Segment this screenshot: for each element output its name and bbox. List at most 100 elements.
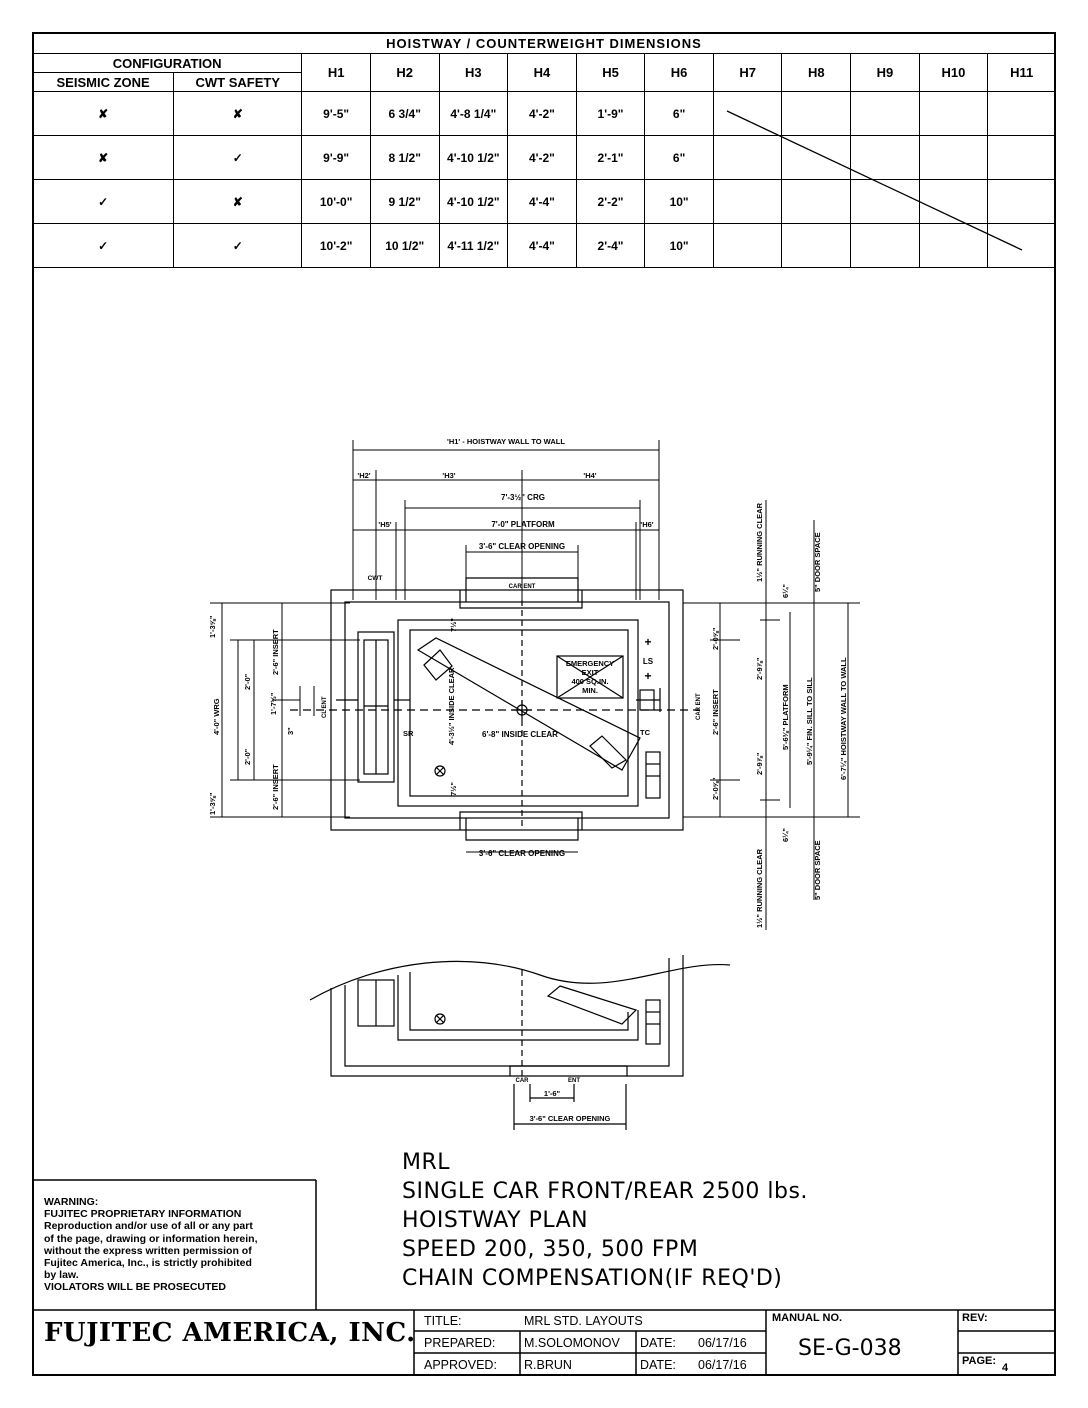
note-line: SINGLE CAR FRONT/REAR 2500 lbs.: [402, 1179, 808, 1204]
empty-cell: [918, 135, 989, 180]
cl-ent-label: CL ENT: [322, 696, 328, 718]
warning-line: without the express written permission o…: [44, 1244, 252, 1257]
seismic-cell: ✘: [31, 91, 175, 136]
note-line: CHAIN COMPENSATION(IF REQ'D): [402, 1266, 783, 1291]
dim-cell: 10'-2": [301, 223, 371, 268]
warning-line: FUJITEC PROPRIETARY INFORMATION: [44, 1208, 242, 1221]
h1-label: 'H1' - HOISTWAY WALL TO WALL: [447, 437, 565, 446]
dim-cell: 10": [644, 223, 714, 268]
detail-dim-label: 1'-6": [544, 1089, 561, 1098]
company-logo: FUJITEC AMERICA, INC.: [44, 1318, 416, 1348]
svg-text:EXIT: EXIT: [582, 668, 599, 677]
svg-text:MIN.: MIN.: [582, 686, 598, 695]
dim-cell: 4'-4": [507, 223, 577, 268]
h6-label: 'H6': [640, 520, 653, 529]
six-quarter-top: 6¼": [781, 584, 790, 598]
sr-label: SR: [403, 729, 414, 738]
seven-half-bottom: 7½": [449, 782, 458, 796]
cwt-cell: ✘: [173, 91, 303, 136]
right-dim-inner: 2'-0⅝": [711, 777, 720, 800]
platform-label: 7'-0" PLATFORM: [491, 520, 555, 529]
warning-line: WARNING:: [44, 1196, 99, 1208]
svg-text:EMERGENCY: EMERGENCY: [566, 659, 614, 668]
empty-cell: [712, 91, 783, 136]
empty-cell: [987, 223, 1056, 268]
empty-cell: [712, 223, 783, 268]
six-quarter-bottom: 6¼": [781, 828, 790, 842]
empty-cell: [987, 179, 1056, 224]
left-dim: 4'-0" WRG: [212, 698, 221, 735]
cwt-label: CWT: [368, 575, 383, 582]
cwt-cell: ✓: [173, 223, 303, 268]
dim-cell: 1'-9": [575, 91, 646, 136]
page-label: PAGE:: [962, 1355, 997, 1367]
fin-sill-to-sill: 5'-9¼" FIN. SILL TO SILL: [805, 677, 814, 765]
drawing-notes: MRL SINGLE CAR FRONT/REAR 2500 lbs. HOIS…: [402, 1148, 808, 1293]
empty-cell: [850, 135, 920, 180]
title-value: MRL STD. LAYOUTS: [524, 1314, 643, 1328]
h2-label: 'H2': [357, 471, 370, 480]
clear-opening-top: 3'-6" CLEAR OPENING: [479, 542, 565, 551]
door-space-bottom: 5" DOOR SPACE: [813, 840, 822, 900]
empty-cell: [918, 179, 989, 224]
inside-clear-horizontal: 6'-8" INSIDE CLEAR: [482, 730, 558, 739]
h5-label: 'H5': [378, 520, 391, 529]
warning-line: VIOLATORS WILL BE PROSECUTED: [44, 1281, 227, 1294]
dim-cell: 4'-2": [507, 91, 577, 136]
plus-marker: +: [644, 669, 651, 683]
dim-cell: 4'-10 1/2": [438, 135, 509, 180]
title-block-grid: [32, 1179, 1056, 1376]
door-space-top: 5" DOOR SPACE: [813, 532, 822, 592]
seismic-zone-header: SEISMIC ZONE: [31, 72, 175, 92]
rev-label: REV:: [962, 1312, 988, 1324]
running-clear-top: 1½" RUNNING CLEAR: [755, 502, 764, 582]
table-row: ✓ ✘ 10'-0" 9 1/2" 4'-10 1/2" 4'-4" 2'-2"…: [31, 179, 1056, 224]
table-row: ✘ ✘ 9'-5" 6 3/4" 4'-8 1/4" 4'-2" 1'-9" 6…: [31, 91, 1056, 136]
empty-cell: [987, 135, 1056, 180]
detail-clear-opening: 3'-6" CLEAR OPENING: [530, 1114, 611, 1123]
detail-car-label: CAR: [516, 1078, 530, 1084]
clear-opening-bottom: 3'-6" CLEAR OPENING: [479, 849, 565, 858]
warning-line: Reproduction and/or use of all or any pa…: [44, 1220, 253, 1233]
left-dim: 1'-7½": [269, 692, 278, 715]
manual-no-label: MANUAL NO.: [772, 1312, 843, 1324]
date-approved: 06/17/16: [698, 1358, 747, 1372]
h-header: H11: [987, 53, 1056, 92]
left-dim: 2'-6" INSERT: [271, 629, 280, 675]
configuration-header: CONFIGURATION: [31, 53, 303, 73]
crg-label: 7'-3½" CRG: [501, 493, 545, 502]
h-header: H5: [575, 53, 646, 92]
car-ent-label: CAR ENT: [509, 584, 536, 590]
approved-label: APPROVED:: [424, 1358, 497, 1372]
left-dim: 3": [286, 727, 295, 735]
detail-partial-plan: [309, 955, 731, 1130]
dim-cell: 4'-11 1/2": [438, 223, 509, 268]
not-applicable-strike-line: [726, 110, 1023, 251]
h4-label: 'H4': [583, 471, 596, 480]
left-dim: 2'-6" INSERT: [271, 764, 280, 810]
left-dim: 1'-3⅝": [208, 615, 217, 638]
note-line: MRL: [402, 1150, 451, 1175]
detail-ent-label: ENT: [568, 1078, 580, 1084]
seven-half-top: 7½": [449, 618, 458, 632]
inside-clear-vertical: 4'-3½" INSIDE CLEAR: [447, 667, 456, 745]
car-ent-right: CAR ENT: [696, 693, 702, 720]
empty-cell: [850, 223, 920, 268]
dimensions-table: HOISTWAY / COUNTERWEIGHT DIMENSIONS CONF…: [31, 32, 1056, 268]
prepared-label: PREPARED:: [424, 1336, 496, 1350]
note-line: SPEED 200, 350, 500 FPM: [402, 1237, 699, 1262]
right-dim-outer: 2'-9⅞": [755, 752, 764, 775]
ls-label: LS: [643, 657, 654, 666]
seismic-cell: ✓: [31, 179, 175, 224]
table-row: ✓ ✓ 10'-2" 10 1/2" 4'-11 1/2" 4'-4" 2'-4…: [31, 223, 1056, 268]
dim-cell: 4'-2": [507, 135, 577, 180]
warning-line: Fujitec America, Inc., is strictly prohi…: [44, 1257, 252, 1270]
dim-cell: 10'-0": [301, 179, 371, 224]
title-label: TITLE:: [424, 1314, 462, 1328]
cwt-cell: ✘: [173, 179, 303, 224]
left-dim: 2'-0": [243, 748, 252, 765]
page-value: 4: [1002, 1362, 1009, 1374]
dim-cell: 2'-1": [575, 135, 646, 180]
dim-cell: 10 1/2": [369, 223, 440, 268]
right-dim-inner: 2'-6" INSERT: [711, 689, 720, 735]
